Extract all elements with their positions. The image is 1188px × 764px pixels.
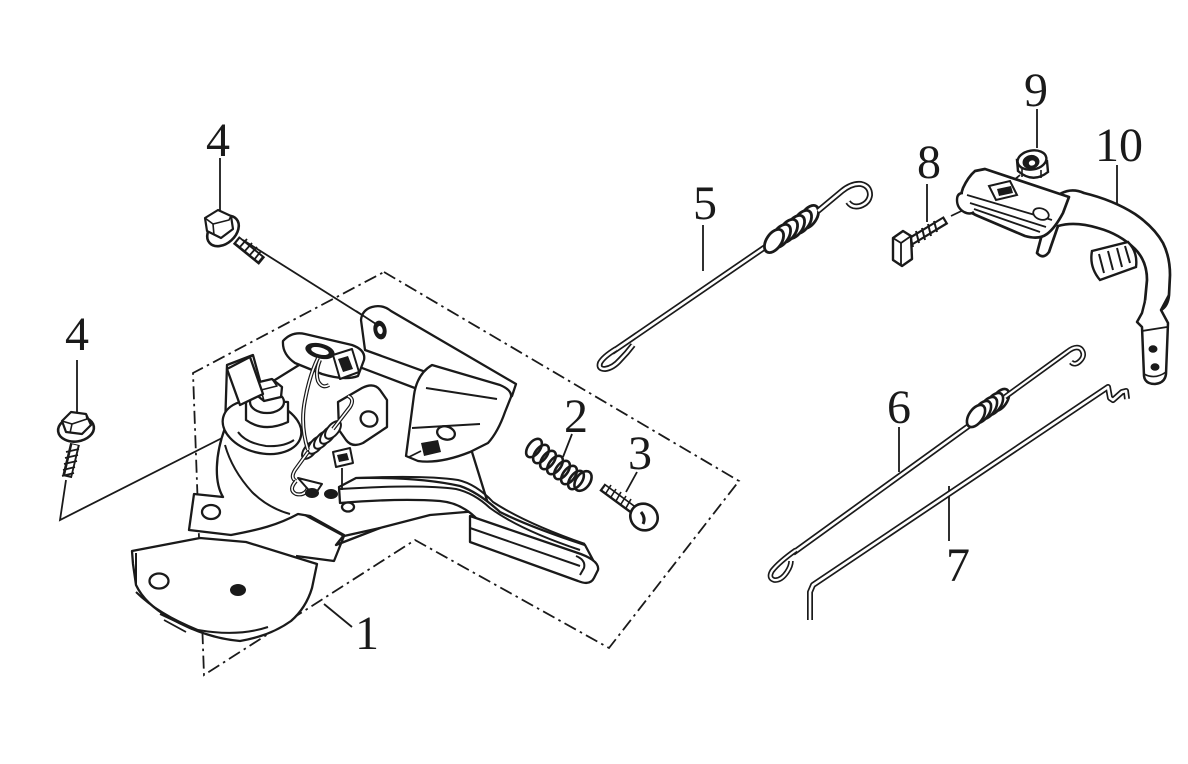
svg-text:4: 4	[65, 308, 89, 361]
svg-text:6: 6	[887, 381, 911, 434]
svg-text:8: 8	[917, 136, 941, 189]
svg-text:2: 2	[564, 390, 588, 443]
svg-text:9: 9	[1024, 64, 1048, 117]
svg-text:3: 3	[628, 427, 652, 480]
svg-text:7: 7	[946, 539, 970, 592]
svg-text:5: 5	[693, 177, 717, 230]
svg-text:10: 10	[1095, 119, 1143, 172]
svg-text:1: 1	[355, 607, 379, 660]
svg-text:4: 4	[206, 114, 230, 167]
